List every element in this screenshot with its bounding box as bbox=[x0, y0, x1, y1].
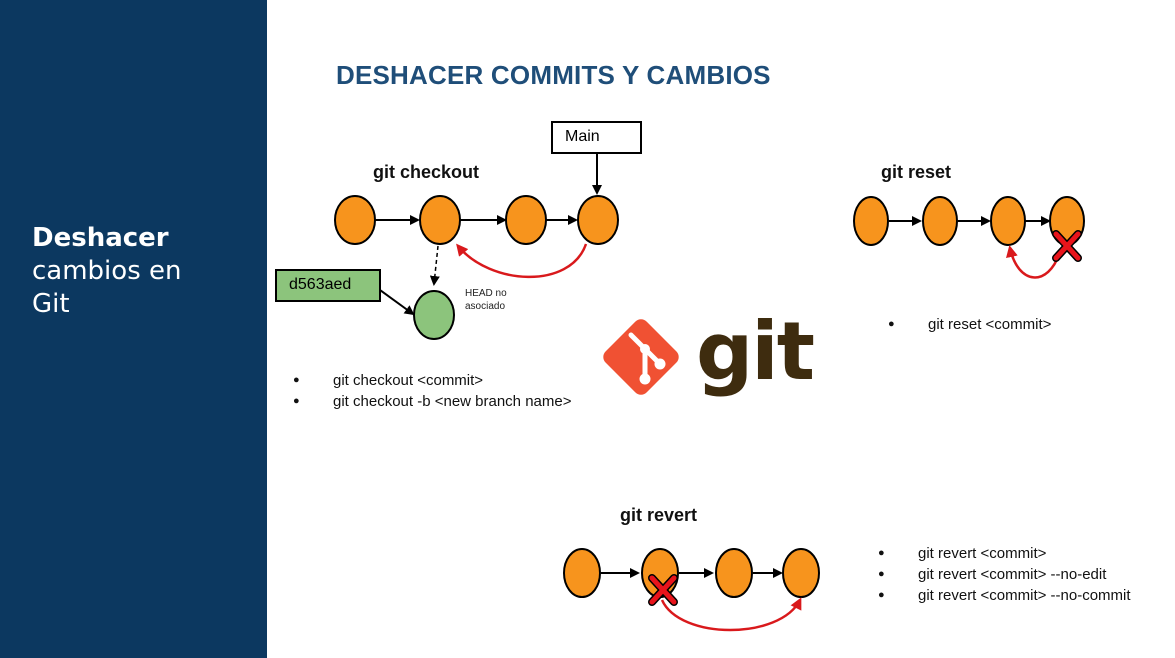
revert-label: git revert bbox=[620, 505, 698, 525]
reset-label: git reset bbox=[881, 162, 952, 182]
list-item: git checkout -b <new branch name> bbox=[293, 391, 571, 412]
revert-commit-3 bbox=[715, 548, 753, 598]
hash-box bbox=[275, 269, 381, 302]
main-branch-label: Main bbox=[565, 128, 600, 145]
head-note: HEAD no asociado bbox=[465, 287, 507, 313]
checkout-bullets: git checkout <commit> git checkout -b <n… bbox=[293, 370, 571, 412]
list-item: git revert <commit> --no-edit bbox=[878, 564, 1131, 585]
reset-bullets: git reset <commit> bbox=[888, 314, 1051, 335]
checkout-commit-3 bbox=[505, 195, 547, 245]
revert-bullets: git revert <commit> git revert <commit> … bbox=[878, 543, 1131, 606]
list-item: git revert <commit> --no-commit bbox=[878, 585, 1131, 606]
revert-red-arrow bbox=[660, 597, 802, 632]
checkout-diagram bbox=[275, 121, 642, 340]
revert-x-icon bbox=[648, 574, 678, 606]
hash-label: d563aed bbox=[289, 276, 352, 293]
checkout-commit-2 bbox=[419, 195, 461, 245]
sidebar-title: Deshacer cambios en Git bbox=[32, 222, 181, 321]
detached-dashed-arrow bbox=[429, 245, 440, 286]
revert-commit-4 bbox=[782, 548, 820, 598]
list-item: git revert <commit> bbox=[878, 543, 1131, 564]
list-item: git checkout <commit> bbox=[293, 370, 571, 391]
reset-commit-3 bbox=[990, 196, 1026, 246]
reset-x-icon bbox=[1052, 230, 1082, 262]
git-logo-word: git bbox=[696, 305, 815, 398]
detached-commit bbox=[413, 290, 455, 340]
head-note-line-2: asociado bbox=[465, 301, 506, 312]
sidebar: Deshacer cambios en Git bbox=[0, 0, 267, 658]
reset-commit-1 bbox=[853, 196, 889, 246]
checkout-red-arrow bbox=[456, 243, 588, 279]
revert-commit-1 bbox=[563, 548, 601, 598]
sidebar-title-line-3: Git bbox=[32, 289, 70, 319]
revert-diagram bbox=[563, 548, 820, 632]
hash-pointer-arrow bbox=[379, 289, 415, 316]
head-note-line-1: HEAD no bbox=[465, 288, 507, 299]
checkout-commit-1 bbox=[334, 195, 376, 245]
sidebar-title-bold: Deshacer bbox=[32, 223, 169, 253]
git-logo-icon bbox=[603, 319, 679, 395]
reset-commit-2 bbox=[922, 196, 958, 246]
main-branch-box bbox=[551, 121, 642, 154]
slide-title: DESHACER COMMITS Y CAMBIOS bbox=[336, 60, 771, 90]
reset-red-arrow bbox=[1006, 245, 1062, 279]
reset-diagram bbox=[853, 196, 1085, 279]
checkout-commit-4 bbox=[577, 195, 619, 245]
list-item: git reset <commit> bbox=[888, 314, 1051, 335]
sidebar-title-line-2: cambios en bbox=[32, 256, 182, 286]
checkout-label: git checkout bbox=[373, 162, 480, 182]
